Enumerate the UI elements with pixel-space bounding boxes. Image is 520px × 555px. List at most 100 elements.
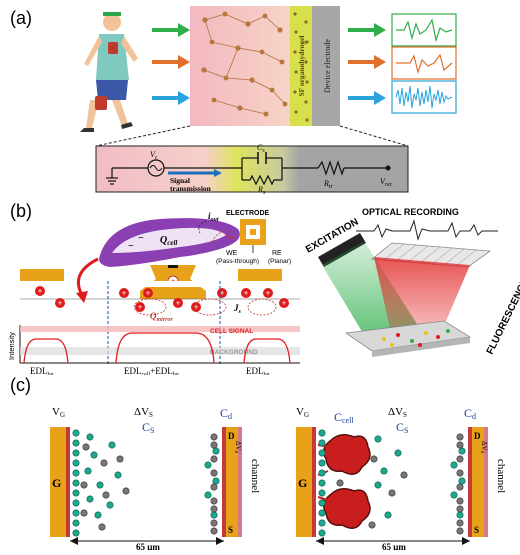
cell-blob-upper — [323, 434, 371, 475]
chest-sensor-icon — [108, 42, 118, 54]
sample-cells — [382, 329, 450, 347]
re-sub-label: (Planar) — [268, 258, 291, 265]
panel-b-label: (b) — [10, 201, 32, 221]
panel-c-figure: (c) VG ΔVS CS Cd G D S ΔVd channel — [10, 375, 507, 552]
organohydrogel-label: SF organohydrogel — [297, 35, 306, 96]
we-sub-label: (Pass-through) — [216, 258, 259, 265]
ion-charges: +++ +++ +++ ++ — [35, 286, 289, 312]
left-gate-label: G — [52, 476, 61, 490]
cs-label: Cs — [257, 143, 265, 154]
panel-b: (b) Qcell − − iout iin + ++ — [0, 195, 520, 378]
runner-figure — [80, 12, 138, 132]
svg-text:+: + — [220, 289, 225, 298]
right-dvs-label: ΔVS — [388, 406, 407, 419]
resistor-rs-icon — [242, 174, 282, 186]
right-channel-electrode — [472, 427, 484, 537]
signal-transmission-label: Signal — [170, 176, 190, 185]
signal-box-orange — [391, 46, 457, 80]
cell-minus-2: − — [128, 241, 134, 252]
svg-text:+: + — [58, 299, 63, 308]
i-in-label: iin — [226, 229, 234, 241]
left-channel-electrode — [226, 427, 238, 537]
left-channel-label: channel — [249, 459, 261, 493]
excitation-source — [318, 233, 366, 267]
right-gate-label: G — [298, 476, 307, 490]
zoom-line-left — [95, 125, 191, 147]
left-device: VG ΔVS CS Cd G D S ΔVd channel — [50, 406, 261, 552]
input-arrows — [152, 23, 190, 105]
panel-b-figure: (b) Qcell − − iout iin + ++ — [7, 201, 520, 378]
right-cd-label: Cd — [464, 406, 476, 421]
cell-blob-lower — [323, 488, 371, 529]
zoom-line-right — [339, 125, 409, 147]
q-cell-label: Qcell — [160, 235, 177, 247]
right-device: VG Ccell ΔVS CS Cd G D S ΔVd channel — [296, 406, 507, 552]
background-label: BACKGROUND — [210, 349, 258, 356]
right-ions — [318, 429, 466, 537]
cell-minus-1: − — [138, 233, 144, 244]
edl-right-label: EDLbg — [246, 366, 270, 375]
panel-c-label: (c) — [10, 375, 31, 395]
right-ccell-label: Ccell — [334, 410, 354, 425]
hydrogel-dots — [293, 12, 309, 122]
svg-text:+: + — [282, 299, 287, 308]
left-vd-label: ΔVd — [233, 441, 242, 454]
right-vg-label: VG — [296, 406, 309, 419]
svg-text:+: + — [244, 289, 249, 298]
left-s-label: S — [228, 525, 233, 535]
left-vg-label: VG — [52, 406, 65, 419]
cell-coupling-arrow — [77, 257, 99, 296]
svg-text:+: + — [138, 303, 143, 312]
panel-a-figure: (a) — [10, 6, 457, 196]
electrode-title: ELECTRODE — [226, 210, 270, 217]
electrode-left — [20, 269, 64, 281]
right-distance-label: 65 μm — [382, 542, 406, 550]
signal-box-blue — [391, 80, 457, 114]
organohydrogel-layer — [290, 6, 312, 126]
svg-text:+: + — [146, 289, 151, 298]
left-cd-label: Cd — [220, 406, 232, 421]
left-ions — [72, 429, 220, 537]
q-mirror-label: Qmirror — [150, 311, 174, 323]
left-dvs-label: ΔVS — [134, 406, 153, 419]
fluorescence-label: FLUORESCENCE — [485, 277, 520, 357]
fluorescence-beam — [374, 257, 470, 337]
left-gate — [50, 427, 66, 537]
vrec-label: Vrec — [380, 177, 393, 188]
svg-text:+: + — [38, 287, 43, 296]
svg-text:+: + — [122, 289, 127, 298]
right-vd-label: ΔVd — [479, 441, 488, 454]
i-out-label: iout — [208, 211, 219, 223]
js-label: Js — [233, 303, 242, 315]
cell-signal-band — [20, 326, 300, 332]
left-distance-label: 65 μm — [136, 542, 160, 550]
panel-c: (c) VG ΔVS CS Cd G D S ΔVd channel — [0, 375, 520, 552]
rtr-label: Rtr — [323, 179, 334, 190]
optical-trace — [356, 219, 498, 241]
electrode-right — [238, 269, 282, 281]
left-d-label: D — [228, 431, 235, 441]
intensity-axis-label: Intensity — [7, 332, 16, 360]
right-channel-label: channel — [495, 459, 507, 493]
right-cs-label: CS — [396, 420, 408, 435]
v-source-label: Vc — [150, 150, 158, 161]
right-gate — [296, 427, 312, 537]
edl-left-label: EDLbg — [30, 366, 54, 375]
left-cs-label: CS — [142, 420, 154, 435]
right-d-label: D — [474, 431, 481, 441]
re-label: RE — [272, 250, 282, 257]
neurons — [201, 11, 288, 117]
right-s-label: S — [474, 525, 479, 535]
device-electrode-label: Device electrode — [323, 39, 332, 93]
output-arrows — [348, 23, 386, 105]
circuit-box — [95, 145, 409, 193]
background-band — [20, 347, 300, 355]
optical-recording-label: OPTICAL RECORDING — [362, 207, 459, 217]
we-label: WE — [226, 250, 238, 257]
signal-transmission-label-2: transmission — [170, 184, 212, 193]
signal-box-green — [391, 13, 457, 47]
svg-text:+: + — [266, 289, 271, 298]
panel-a: (a) — [0, 0, 520, 196]
device-electrode-layer — [312, 6, 340, 126]
cell-signal-label: CELL SIGNAL — [210, 328, 253, 335]
